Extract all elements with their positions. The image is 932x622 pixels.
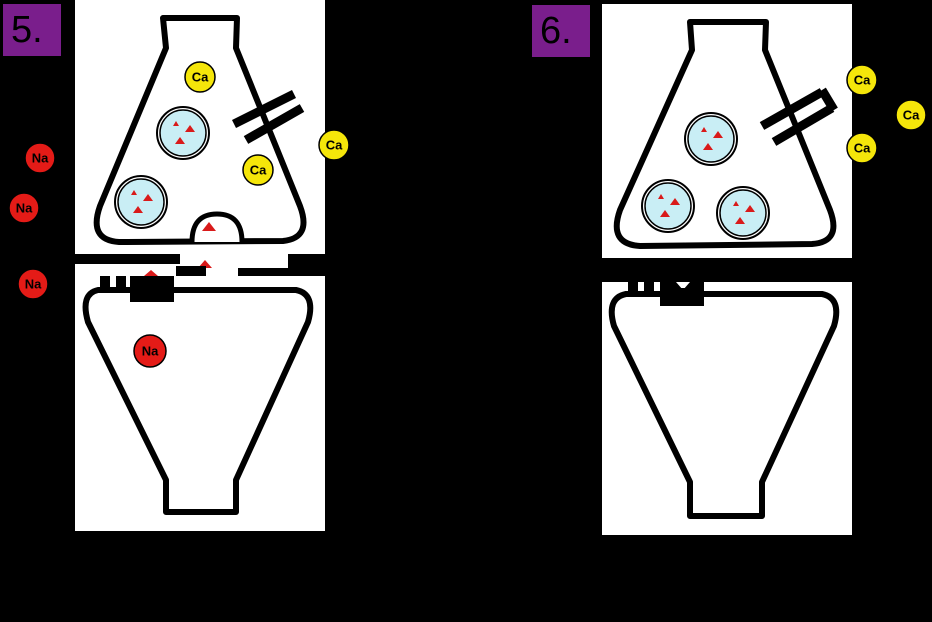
cleft-mid-bar	[176, 266, 206, 276]
calcium-ion: Ca	[242, 154, 274, 186]
calcium-ion: Ca	[895, 99, 927, 131]
postsynaptic-terminal	[82, 287, 314, 515]
calcium-ion-label: Ca	[192, 70, 209, 85]
sodium-ion: Na	[17, 268, 49, 300]
synaptic-vesicle	[114, 175, 168, 229]
sodium-ion-label: Na	[32, 151, 49, 166]
sodium-ion-label: Na	[142, 344, 159, 359]
fusing-vesicle	[189, 211, 245, 243]
cleft-membrane-right	[238, 268, 328, 276]
sodium-ion: Na	[24, 142, 56, 174]
synaptic-vesicle	[641, 179, 695, 233]
step-label-5: 5.	[3, 4, 61, 56]
neurotransmitter-released	[202, 222, 216, 231]
calcium-ion: Ca	[318, 129, 350, 161]
calcium-ion-label: Ca	[903, 108, 920, 123]
neurotransmitter-bound	[144, 270, 158, 276]
cleft-membrane-left	[72, 254, 180, 264]
calcium-ion-label: Ca	[250, 163, 267, 178]
calcium-channel-closed	[759, 87, 838, 146]
cleft-block-right	[288, 254, 328, 276]
synaptic-vesicle	[684, 112, 738, 166]
panel-6: Ca Ca Ca	[602, 19, 927, 519]
calcium-ion-label: Ca	[854, 141, 871, 156]
postsynaptic-terminal	[608, 291, 840, 519]
calcium-channel	[231, 89, 305, 144]
calcium-ion: Ca	[184, 61, 216, 93]
synaptic-vesicle	[156, 106, 210, 160]
sodium-ion-label: Na	[16, 201, 33, 216]
synaptic-vesicle	[716, 186, 770, 240]
calcium-ion: Ca	[846, 64, 878, 96]
sodium-ion-label: Na	[25, 277, 42, 292]
sodium-ion: Na	[8, 192, 40, 224]
calcium-ion: Ca	[846, 132, 878, 164]
cleft-membrane	[602, 258, 852, 282]
calcium-ion-label: Ca	[854, 73, 871, 88]
sodium-ion: Na	[133, 334, 167, 368]
panel-5: Ca Ca Ca Na Na Na Na	[8, 15, 350, 515]
step-label-6: 6.	[532, 5, 590, 57]
calcium-ion-label: Ca	[326, 138, 343, 153]
